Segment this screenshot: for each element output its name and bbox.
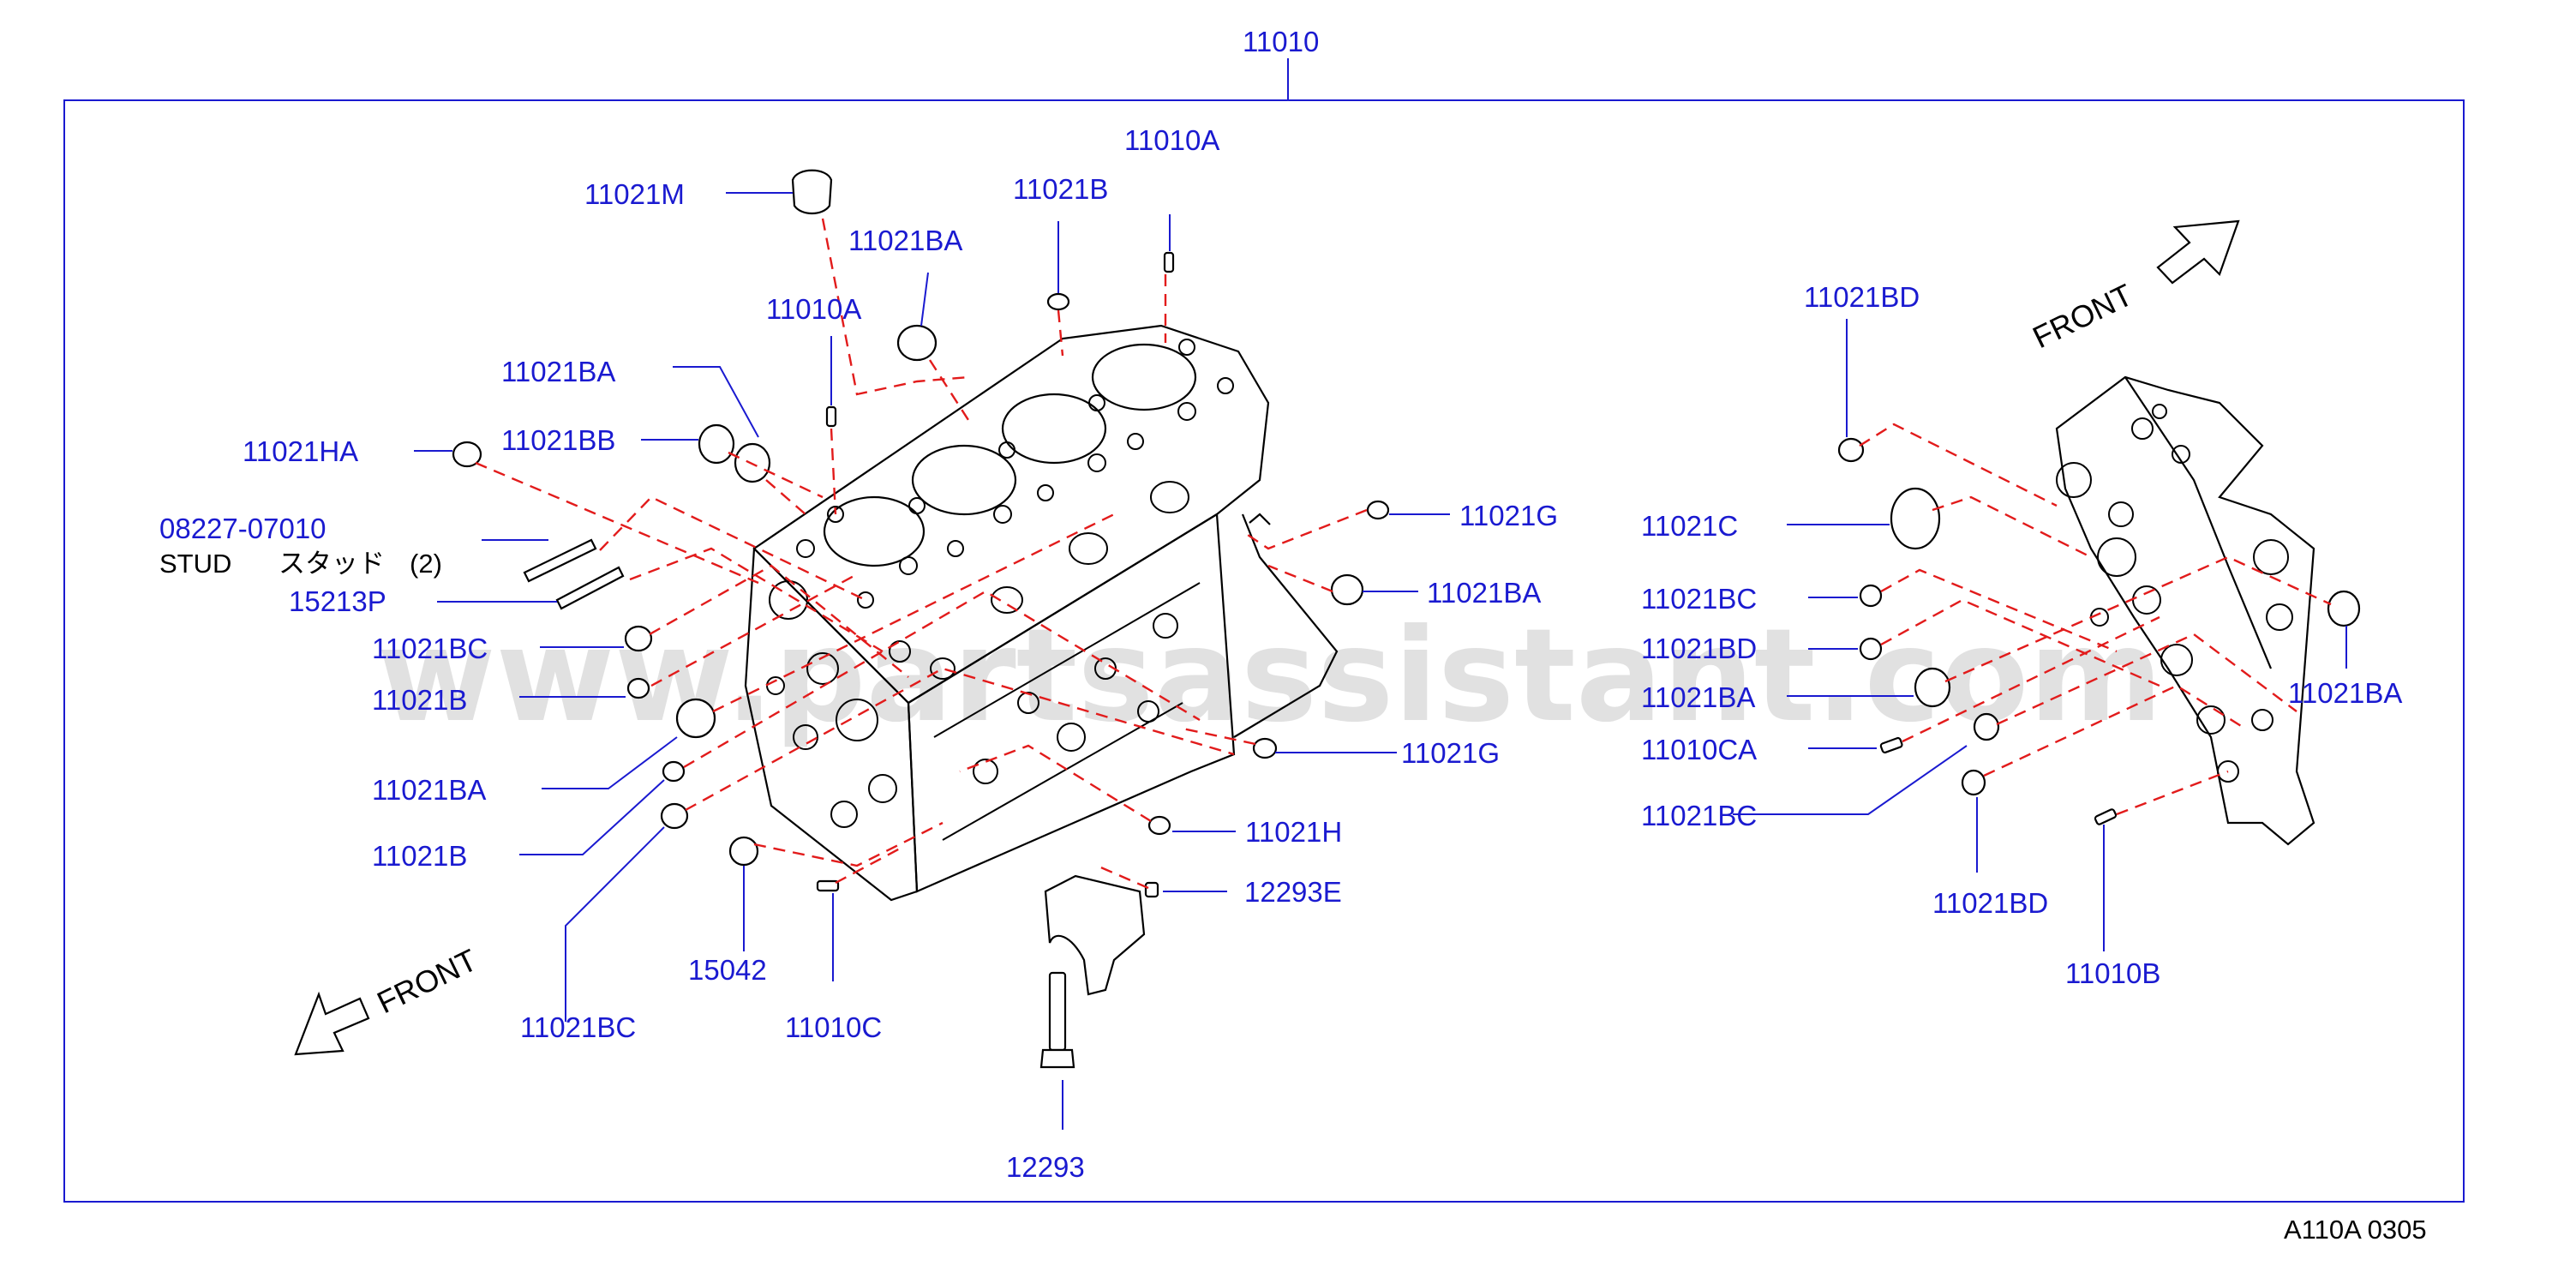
stud-qty: (2): [410, 549, 442, 579]
part-label-11021BA-mid[interactable]: 11021BA: [1427, 577, 1541, 609]
front-arrow-left: [294, 991, 370, 1056]
footer-code: A110A 0305: [2284, 1215, 2427, 1245]
front-label-left: FRONT: [372, 942, 482, 1020]
stud-jp-label: スタッド: [279, 549, 385, 579]
part-label-11021G-low[interactable]: 11021G: [1401, 737, 1500, 769]
part-label-11010C[interactable]: 11010C: [785, 1011, 882, 1043]
top-part-number[interactable]: 11010: [1243, 26, 1319, 57]
right-small-parts: [1837, 437, 2361, 825]
part-label-11021BC-r1[interactable]: 11021BC: [1641, 583, 1757, 615]
part-label-11021BC-2[interactable]: 11021BC: [520, 1011, 636, 1043]
part-label-11021H[interactable]: 11021H: [1245, 816, 1342, 848]
part-label-15213P[interactable]: 15213P: [289, 585, 386, 617]
left-leader-lines: [414, 192, 1450, 1130]
front-arrow-right: [2156, 219, 2240, 285]
part-label-11021C[interactable]: 11021C: [1641, 510, 1738, 542]
part-label-11021BD-top[interactable]: 11021BD: [1804, 281, 1920, 313]
left-engine-block: [744, 324, 1339, 902]
part-label-08227-07010[interactable]: 08227-07010: [159, 513, 326, 544]
left-install-lines: [475, 218, 1368, 890]
right-engine-block: [2055, 375, 2315, 846]
part-label-12293E[interactable]: 12293E: [1244, 876, 1342, 908]
part-label-11021BC-r2[interactable]: 11021BC: [1641, 800, 1757, 831]
part-label-11021B-2[interactable]: 11021B: [372, 840, 467, 872]
part-label-15042[interactable]: 15042: [688, 954, 767, 986]
front-label-right: FRONT: [2028, 277, 2138, 355]
part-label-11021BB[interactable]: 11021BB: [501, 424, 615, 456]
part-label-11021BA-top[interactable]: 11021BA: [848, 225, 962, 256]
part-label-12293[interactable]: 12293: [1006, 1151, 1085, 1183]
stud-label: STUD: [159, 549, 231, 579]
part-label-11021BA-r1[interactable]: 11021BA: [1641, 681, 1755, 713]
part-label-11021BD-r1[interactable]: 11021BD: [1641, 633, 1757, 664]
part-label-11021HA[interactable]: 11021HA: [243, 435, 358, 467]
part-labels: 11021M 11021B 11010A 11021BA 11010A 1102…: [159, 124, 2402, 1183]
part-label-11021B-top[interactable]: 11021B: [1013, 173, 1108, 205]
part-label-11021BA-2[interactable]: 11021BA: [372, 774, 486, 806]
part-label-11010A-mid[interactable]: 11010A: [766, 293, 861, 325]
right-install-lines: [1859, 423, 2332, 816]
left-small-parts: [452, 169, 1390, 1069]
part-label-11021G-top[interactable]: 11021G: [1459, 500, 1558, 531]
part-label-11010B[interactable]: 11010B: [2065, 957, 2160, 989]
part-label-11021BA-left[interactable]: 11021BA: [501, 356, 615, 387]
part-label-11021BD-low[interactable]: 11021BD: [1932, 887, 2048, 919]
part-label-11021BA-far[interactable]: 11021BA: [2288, 677, 2402, 709]
part-label-11021M[interactable]: 11021M: [584, 178, 685, 210]
watermark: www.partsassistant.com: [377, 602, 2163, 751]
part-label-11010A-top[interactable]: 11010A: [1124, 124, 1219, 156]
part-label-11021BC-1[interactable]: 11021BC: [372, 633, 488, 664]
part-label-11010CA[interactable]: 11010CA: [1641, 734, 1757, 765]
part-label-11021B-1[interactable]: 11021B: [372, 684, 467, 716]
right-leader-lines: [1733, 319, 2347, 951]
diagram-frame: [63, 99, 2465, 1203]
